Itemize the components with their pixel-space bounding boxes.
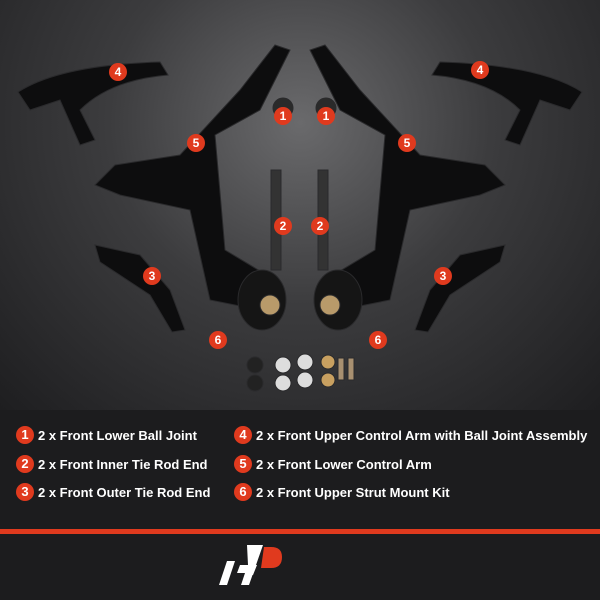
badge-inner-tie-rod: 2 — [274, 217, 292, 235]
badge-strut-mount: 6 — [369, 331, 387, 349]
product-photo: 1 1 2 2 3 3 4 4 5 5 6 6 — [0, 0, 600, 410]
badge-ball-joint: 1 — [317, 107, 335, 125]
legend-number: 5 — [234, 455, 252, 473]
legend-label: 2 x Front Inner Tie Rod End — [38, 456, 208, 472]
legend-label: 2 x Front Upper Strut Mount Kit — [256, 484, 450, 500]
legend-label: 2 x Front Lower Ball Joint — [38, 427, 197, 443]
legend-number: 4 — [234, 426, 252, 444]
legend-number: 2 — [16, 455, 34, 473]
badge-upper-control-arm: 4 — [109, 63, 127, 81]
legend-number: 3 — [16, 483, 34, 501]
legend-label: 2 x Front Outer Tie Rod End — [38, 484, 211, 500]
lower-control-arm-right — [309, 44, 506, 311]
brand-logo-mark — [219, 545, 282, 585]
accent-divider — [0, 529, 600, 534]
badge-inner-tie-rod: 2 — [311, 217, 329, 235]
badge-outer-tie-rod: 3 — [434, 267, 452, 285]
legend-label: 2 x Front Lower Control Arm — [256, 456, 432, 472]
badge-lower-control-arm: 5 — [187, 134, 205, 152]
upper-control-arm-left — [17, 61, 169, 146]
badge-strut-mount: 6 — [209, 331, 227, 349]
upper-control-arm-right — [431, 61, 583, 146]
brand-logo — [215, 543, 295, 593]
legend-number: 6 — [234, 483, 252, 501]
legend-label: 2 x Front Upper Control Arm with Ball Jo… — [256, 427, 588, 443]
lower-control-arm-left — [94, 44, 291, 311]
parts-illustration — [17, 44, 583, 392]
badge-ball-joint: 1 — [274, 107, 292, 125]
badge-outer-tie-rod: 3 — [143, 267, 161, 285]
badge-upper-control-arm: 4 — [471, 61, 489, 79]
outer-tie-rod-right — [414, 244, 506, 333]
outer-tie-rod-left — [94, 244, 186, 333]
badge-lower-control-arm: 5 — [398, 134, 416, 152]
legend-number: 1 — [16, 426, 34, 444]
